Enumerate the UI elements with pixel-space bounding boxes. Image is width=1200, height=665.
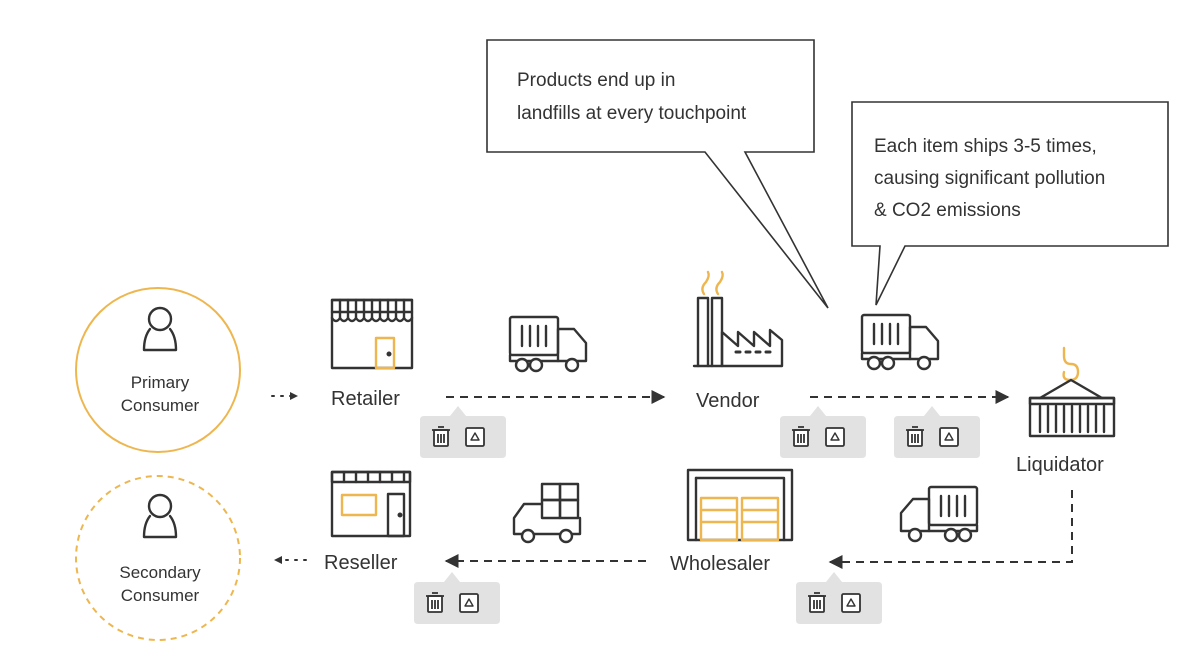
waste-badge [796, 572, 882, 624]
storefront-icon [330, 298, 414, 370]
shipping-callout: Each item ships 3-5 times, causing signi… [851, 101, 1169, 306]
factory-icon [692, 270, 784, 368]
callout-line: Products end up in [517, 70, 675, 91]
wholesaler-node: Wholesaler [670, 468, 794, 575]
trash-can-icon [905, 426, 925, 447]
node-label: Primary [131, 373, 190, 392]
person-icon [142, 493, 178, 539]
person-icon [142, 306, 178, 352]
callout-line: causing significant pollution [874, 168, 1105, 189]
node-label: Reseller [324, 552, 398, 574]
truck-icon [860, 313, 940, 371]
waste-badge [780, 406, 866, 458]
arrow-head [290, 392, 298, 400]
node-label: Retailer [331, 388, 400, 410]
truck-icon [899, 485, 979, 543]
node-label: Vendor [696, 390, 760, 412]
shop-icon [330, 470, 412, 538]
shipping-container-icon [1028, 346, 1116, 438]
truck-icon [508, 315, 588, 373]
flow-arrow [828, 490, 1073, 569]
vendor-node: Vendor [692, 270, 784, 412]
recycle-bin-icon [465, 427, 485, 447]
warehouse-icon [686, 468, 794, 542]
node-label: Consumer [121, 586, 200, 605]
callout-line: Each item ships 3-5 times, [874, 136, 1097, 157]
delivery-truck-icon [512, 482, 582, 544]
trash-can-icon [431, 426, 451, 447]
node-label: Secondary [119, 563, 201, 582]
trash-can-icon [807, 592, 827, 613]
reseller-node: Reseller [324, 470, 412, 574]
primary-consumer-node: Primary Consumer [75, 287, 241, 453]
secondary-consumer-node: Secondary Consumer [75, 475, 241, 641]
recycle-bin-icon [825, 427, 845, 447]
node-label: Wholesaler [670, 553, 770, 575]
retailer-node: Retailer [330, 298, 414, 410]
recycle-bin-icon [939, 427, 959, 447]
node-label: Liquidator [1016, 454, 1104, 476]
waste-badge [420, 406, 506, 458]
trash-can-icon [791, 426, 811, 447]
landfills-callout: Products end up in landfills at every to… [486, 39, 829, 309]
liquidator-node: Liquidator [1016, 346, 1116, 476]
callout-line: & CO2 emissions [874, 200, 1021, 221]
node-label: Consumer [121, 396, 200, 415]
recycle-bin-icon [841, 593, 861, 613]
callout-line: landfills at every touchpoint [517, 103, 747, 124]
recycle-bin-icon [459, 593, 479, 613]
arrow-head [274, 556, 282, 564]
trash-can-icon [425, 592, 445, 613]
waste-badge [414, 572, 500, 624]
waste-badge [894, 406, 980, 458]
